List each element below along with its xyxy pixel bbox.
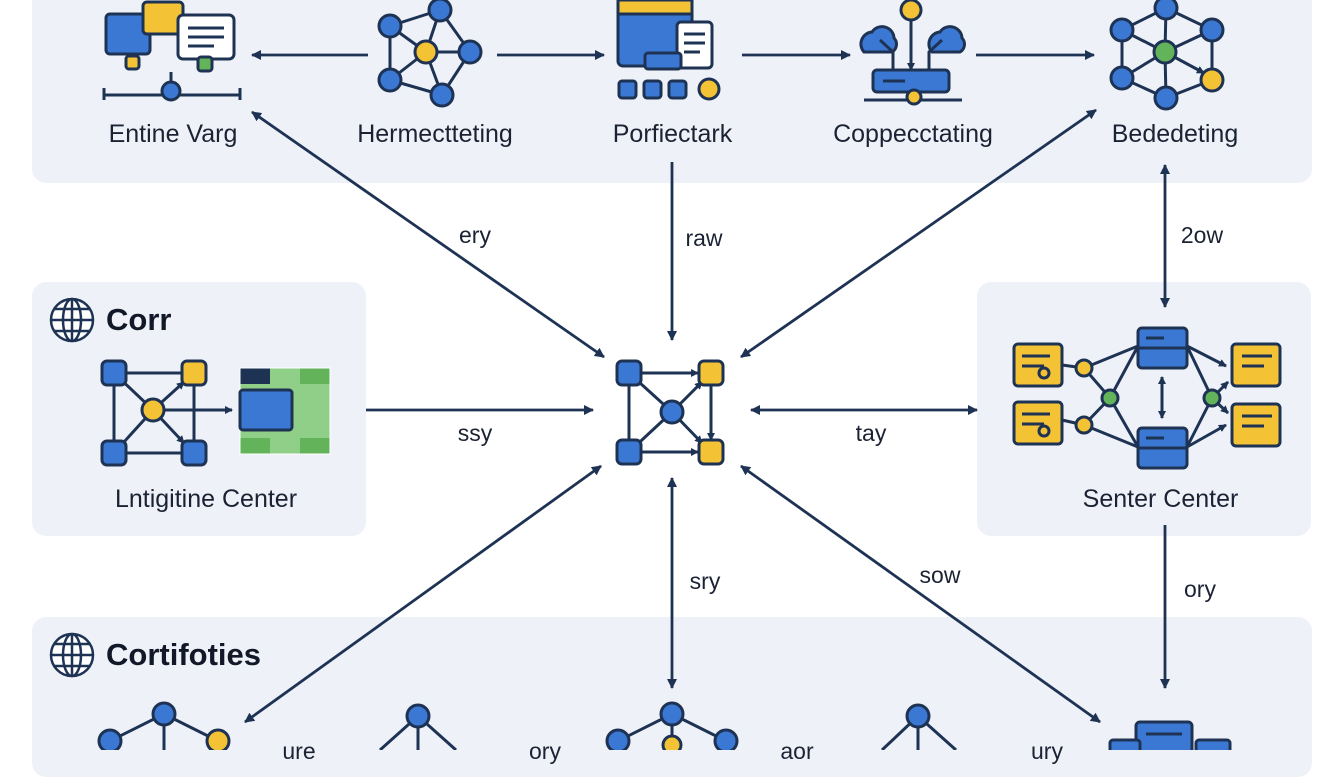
connector-label-raw: raw [685,225,723,251]
left-panel-label: Lntigitine Center [114,485,298,513]
dashboard-window-icon [616,0,721,101]
bottom-server-icon [1108,720,1232,750]
right-panel-label: Senter Center [1082,485,1239,513]
chat-windows-icon [102,0,242,102]
bottom-network-icon-1 [97,701,231,750]
connector-label-2ow: 2ow [1180,222,1224,248]
connector-label-tay: tay [855,420,887,446]
bottom-label-1: ure [282,738,316,764]
node-label-bede: Bededeting [1111,120,1239,148]
globe-icon-bottom [49,632,95,678]
central-hub-icon [615,359,725,466]
network-nodes-icon [377,0,483,108]
bottom-network-icon-4 [880,703,958,750]
node-label-porfiec: Porfiectark [612,120,733,148]
bottom-network-icon-3 [605,701,739,750]
server-routing-icon [1012,326,1282,470]
diagram-canvas [49,0,1282,750]
connector-label-ery: ery [459,222,491,248]
node-label-coppec: Coppecctating [833,120,993,148]
cloud-server-icon [859,0,966,106]
hub-network-icon [1109,0,1225,111]
connector-label-sow: sow [919,562,961,588]
left-panel-heading: Corr [106,302,172,337]
connector-label-sry: sry [689,568,721,594]
network-grid-icon [100,359,331,467]
bottom-label-2: ory [529,738,561,764]
node-label-entine: Entine Varg [108,120,238,148]
bottom-label-3: aor [780,738,814,764]
globe-icon [49,297,95,343]
node-label-hermect: Hermectteting [357,120,513,148]
connector-label-ory: ory [1184,576,1216,602]
connector-label-ssy: ssy [457,420,493,446]
bottom-network-icon-2 [378,703,458,750]
bottom-label-4: ury [1031,738,1063,764]
bottom-panel-heading: Cortifoties [106,637,261,672]
